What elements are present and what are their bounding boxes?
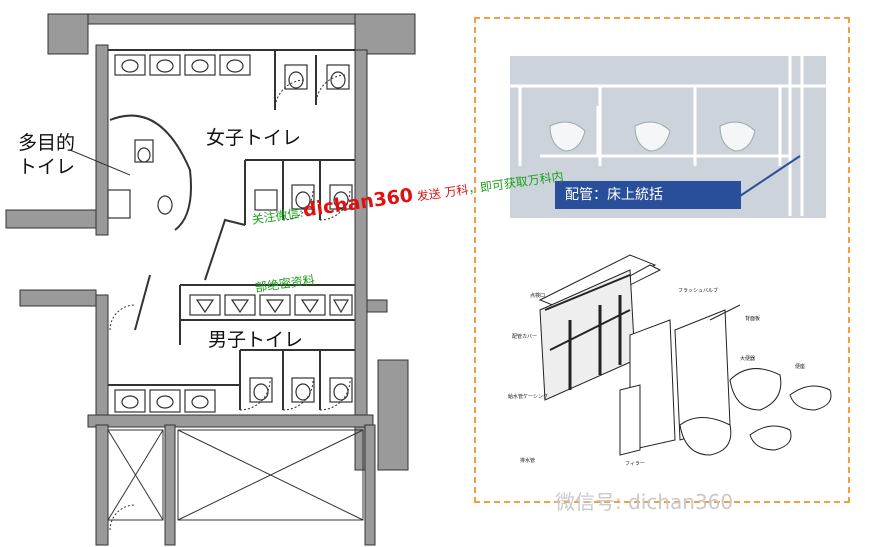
callout-4: 給水管ケーシング — [508, 393, 548, 400]
fixtures — [107, 54, 353, 413]
callout-5: 排水管 — [520, 457, 535, 464]
watermark-bottom: 微信号: dichan360 — [555, 490, 734, 514]
piping-caption: 配管：床上統括 — [555, 181, 741, 209]
multipurpose-toilet-label: 多目的 トイレ — [18, 132, 76, 178]
callout-1: 点検口 — [530, 292, 545, 299]
callout-8: 便座 — [795, 363, 805, 370]
watermark-send: 发送 — [416, 186, 442, 204]
callout-3: 配管カバー — [512, 333, 537, 340]
callout-2: フラッシュバルブ — [678, 287, 718, 294]
callout-7: 大便器 — [740, 355, 755, 362]
mens-toilet-label: 男子トイレ — [208, 329, 304, 351]
womens-toilet-label: 女子トイレ — [206, 127, 302, 149]
callout-9: 背面板 — [745, 315, 760, 322]
walls — [5, 13, 416, 546]
leader-line — [69, 149, 131, 176]
door-swings — [109, 74, 351, 531]
partitions — [108, 49, 355, 410]
exploded-diagram: 点検口 フラッシュバルブ 配管カバー 給水管ケーシング 排水管 フィラー 大便器… — [508, 254, 832, 467]
shaft-crosses — [107, 429, 364, 521]
callout-6: フィラー — [625, 461, 645, 467]
exploded-callouts: 点検口 フラッシュバルブ 配管カバー 給水管ケーシング 排水管 フィラー 大便器… — [508, 287, 805, 467]
watermark-keyword: 万科 — [443, 182, 470, 200]
detail-frame — [474, 17, 850, 503]
floor-plan — [5, 13, 416, 546]
